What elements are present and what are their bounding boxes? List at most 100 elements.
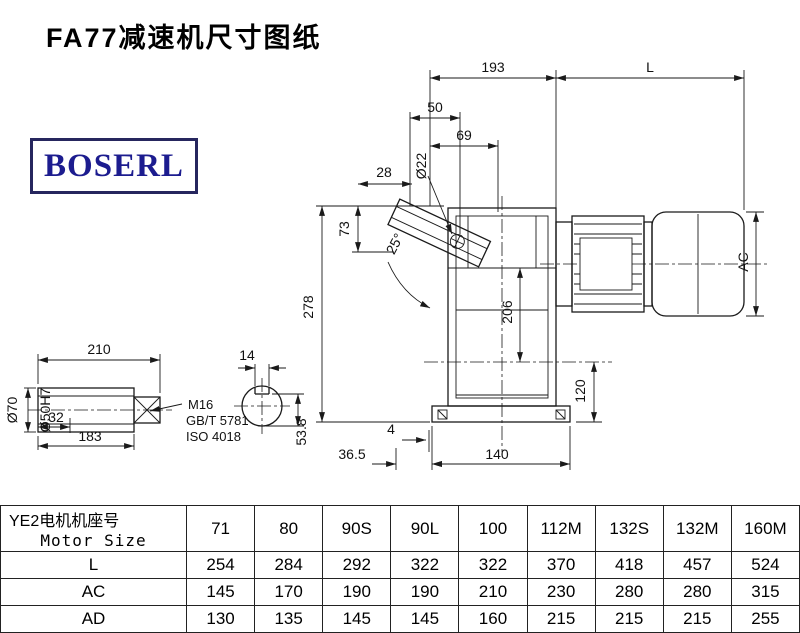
dim-25deg: 25° (383, 231, 431, 309)
table-row-L: L 254 284 292 322 322 370 418 457 524 (0, 551, 800, 579)
dim-o22: Ø22 (413, 153, 453, 235)
value-cell: 190 (390, 578, 460, 606)
dim-69: 69 (430, 127, 499, 212)
output-flange (387, 198, 492, 268)
dim-73-label: 73 (336, 221, 352, 237)
value-cell: 210 (458, 578, 528, 606)
col-header: 100 (458, 505, 528, 552)
dim-25deg-label: 25° (383, 231, 407, 257)
dim-28: 28 (358, 164, 412, 187)
fan-cover (651, 211, 745, 317)
dim-o70: Ø70 (4, 387, 36, 433)
dim-4-label: 4 (387, 421, 395, 437)
dim-o22-label: Ø22 (413, 153, 429, 180)
value-cell: 215 (662, 605, 732, 633)
dim-o50h7-label: Ø50H7 (37, 388, 53, 433)
table-header-label-cn: YE2电机机座号 (9, 513, 120, 530)
dim-36-5-label: 36.5 (338, 446, 365, 462)
motor-size-table: YE2电机机座号 Motor Size 71 80 90S 90L 100 11… (0, 505, 800, 633)
dim-L-label: L (646, 59, 654, 75)
dim-L: L (556, 59, 745, 210)
value-cell: 315 (730, 578, 800, 606)
col-header: 160M (730, 505, 800, 552)
dim-210: 210 (37, 341, 161, 393)
callout-gbt-label: GB/T 5781 (186, 413, 249, 428)
value-cell: 280 (594, 578, 664, 606)
motor-body (555, 211, 745, 317)
row-label: L (0, 551, 187, 579)
dim-36-5: 36.5 (338, 426, 456, 470)
dim-32-label: 32 (48, 409, 64, 425)
dim-140-label: 140 (485, 446, 509, 462)
dim-183: 183 (37, 428, 135, 450)
row-label: AD (0, 605, 187, 633)
callout-m16-label: M16 (188, 397, 213, 412)
table-header-label: YE2电机机座号 Motor Size (0, 505, 187, 552)
col-header: 132M (662, 505, 732, 552)
dim-193-label: 193 (481, 59, 505, 75)
dim-206-label: 206 (499, 300, 515, 324)
col-header: 112M (526, 505, 596, 552)
dim-193: 193 (429, 59, 557, 214)
value-cell: 322 (390, 551, 460, 579)
value-cell: 370 (526, 551, 596, 579)
row-label: AC (0, 578, 187, 606)
table-row-AC: AC 145 170 190 190 210 230 280 280 315 (0, 578, 800, 606)
dim-53-8: 53.8 (266, 393, 309, 446)
value-cell: 322 (458, 551, 528, 579)
dim-28-label: 28 (376, 164, 392, 180)
dim-120-label: 120 (572, 379, 588, 403)
dim-4: 4 (387, 421, 430, 452)
brand-logo: BOSERL (30, 138, 198, 194)
dim-120: 120 (572, 362, 602, 423)
value-cell: 292 (322, 551, 392, 579)
dim-210-label: 210 (87, 341, 111, 357)
flange-bolt-hole (449, 233, 465, 249)
output-shaft-detail (37, 387, 161, 433)
dim-14: 14 (238, 347, 286, 386)
value-cell: 280 (662, 578, 732, 606)
dim-32: 32 (38, 409, 71, 433)
dimension-drawing: 193 L 50 69 28 Ø22 73 (4, 59, 768, 470)
dim-278-label: 278 (300, 295, 316, 319)
callout-iso-label: ISO 4018 (186, 429, 241, 444)
dim-o50h7: Ø50H7 (37, 388, 53, 433)
value-cell: 135 (254, 605, 324, 633)
col-header: 80 (254, 505, 324, 552)
value-cell: 418 (594, 551, 664, 579)
value-cell: 254 (185, 551, 256, 579)
value-cell: 524 (730, 551, 800, 579)
dim-AC: AC (735, 211, 764, 317)
table-header-label-en: Motor Size (40, 531, 147, 550)
value-cell: 215 (526, 605, 596, 633)
col-header: 132S (594, 505, 664, 552)
col-header: 90S (322, 505, 392, 552)
centerlines (28, 196, 768, 452)
value-cell: 145 (390, 605, 460, 633)
value-cell: 145 (185, 578, 256, 606)
value-cell: 145 (322, 605, 392, 633)
dim-50-label: 50 (427, 99, 443, 115)
value-cell: 130 (185, 605, 256, 633)
value-cell: 215 (594, 605, 664, 633)
value-cell: 160 (458, 605, 528, 633)
gearbox-body (431, 207, 571, 423)
brand-logo-text: BOSERL (44, 147, 184, 184)
dim-69-label: 69 (456, 127, 472, 143)
value-cell: 284 (254, 551, 324, 579)
shaft-cross-section (241, 385, 283, 427)
dim-50: 50 (409, 99, 461, 234)
dim-o70-label: Ø70 (4, 397, 20, 424)
table-header-row: YE2电机机座号 Motor Size 71 80 90S 90L 100 11… (0, 505, 800, 552)
table-row-AD: AD 130 135 145 145 160 215 215 215 255 (0, 605, 800, 633)
dim-206: 206 (499, 267, 532, 362)
col-header: 71 (185, 505, 256, 552)
page-title: FA77减速机尺寸图纸 (46, 23, 322, 53)
value-cell: 255 (730, 605, 800, 633)
value-cell: 190 (322, 578, 392, 606)
foot-bolt-right (555, 409, 566, 420)
value-cell: 457 (662, 551, 732, 579)
dim-14-label: 14 (239, 347, 255, 363)
thread-callout: M16 GB/T 5781 ISO 4018 (149, 397, 249, 444)
